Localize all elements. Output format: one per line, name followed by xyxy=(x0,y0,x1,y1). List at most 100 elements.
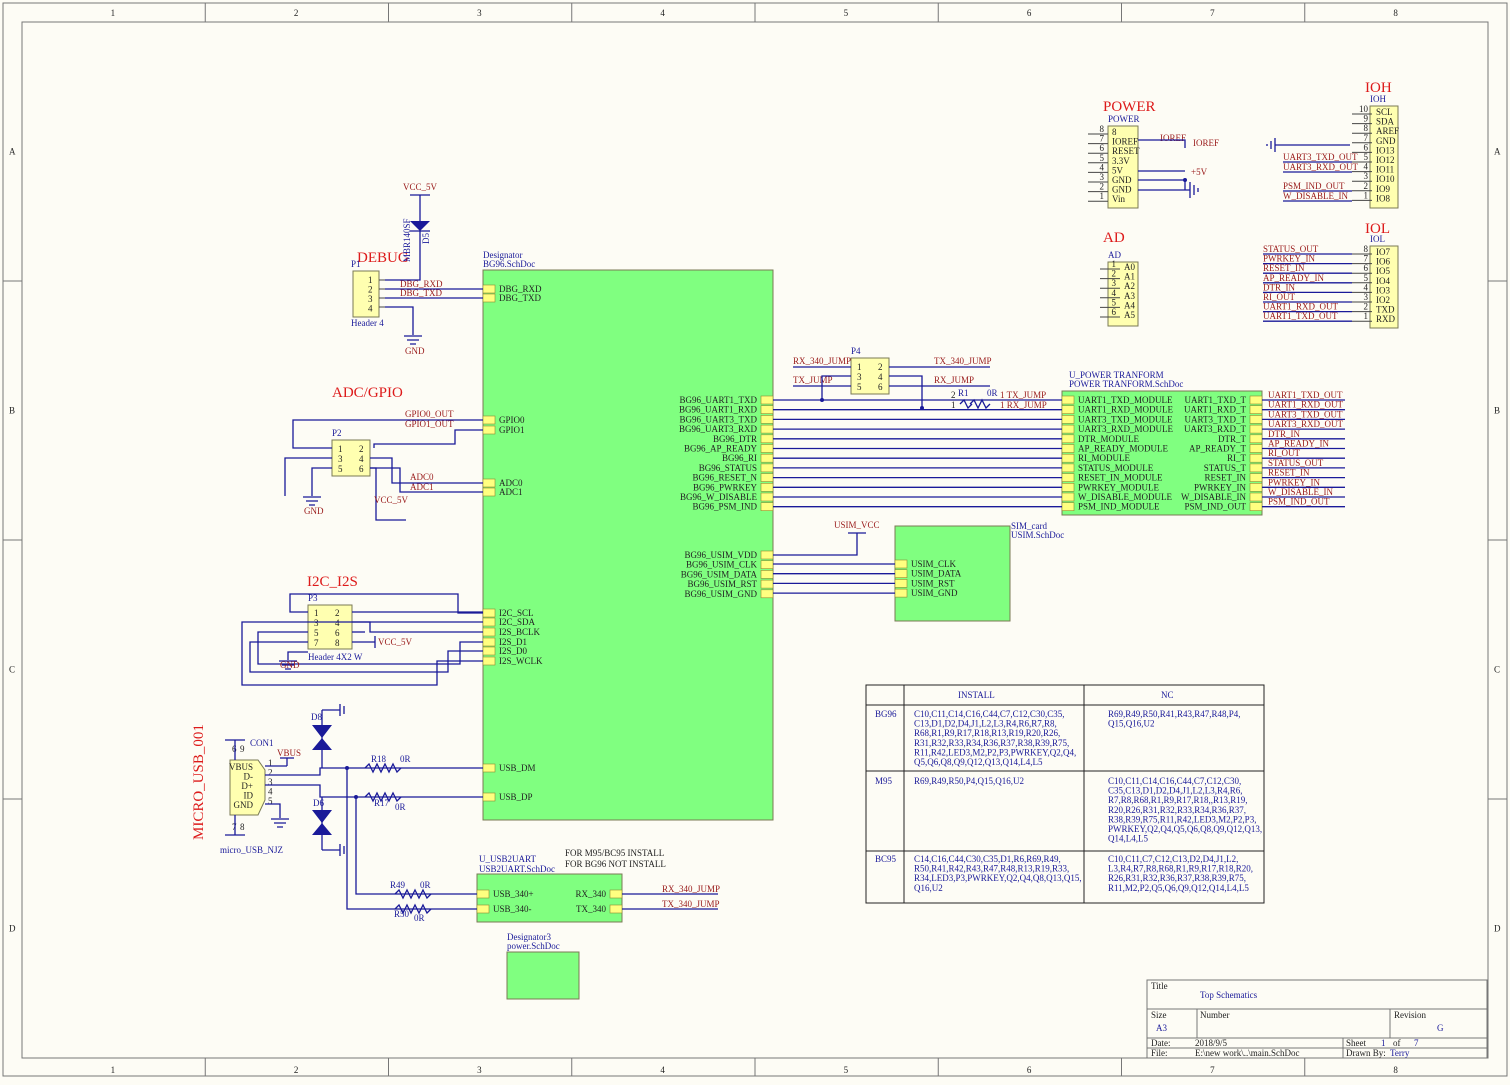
p2-net-adc0: ADC0 xyxy=(410,472,434,482)
bg96-sheet[interactable]: Designator BG96.SchDoc DBG_RXDDBG_TXDGPI… xyxy=(482,250,774,821)
u2u-port-tx_340-flag xyxy=(609,904,623,914)
pin-label-reset: RESET xyxy=(1112,146,1140,156)
p4-net-rx340: RX_340_JUMP xyxy=(793,356,851,366)
iol-net: AP_READY_IN xyxy=(1263,273,1325,283)
pin-num: 8 xyxy=(1364,244,1369,254)
d5-ref: D5 xyxy=(421,233,431,244)
sim-port-usim_data: USIM_DATA xyxy=(911,569,962,579)
border-col-8: 8 xyxy=(1393,8,1398,18)
bom-install-line: R69,R49,R50,P4,Q15,Q16,U2 xyxy=(914,776,1024,786)
title-debug: DEBUG xyxy=(357,250,409,266)
ptf-port-ap_ready_t: AP_READY_T xyxy=(1189,444,1247,454)
power-header[interactable]: POWER 88IOREF7RESET63.3V55V4GND3GND2Vin1… xyxy=(1088,114,1219,209)
power-sheet-designator: Designator3 xyxy=(507,932,551,942)
pin-label-ioref: IOREF xyxy=(1112,137,1138,147)
ptf-port-reset_in_module-flag xyxy=(1061,473,1075,482)
tb-revision-label: Revision xyxy=(1394,1010,1427,1020)
pin-label-8: 8 xyxy=(1112,127,1117,137)
p2-body xyxy=(331,439,371,477)
bg96-port-i2s_d1-flag xyxy=(482,637,496,647)
d5-part: MBR140SF xyxy=(402,218,412,262)
ad-ref: AD xyxy=(1108,250,1121,260)
ioh-header[interactable]: IOH SCL10SDA9AREF8GND7IO136IO125IO114IO1… xyxy=(1266,94,1399,209)
usb2uart-sheet[interactable]: FOR M95/BC95 INSTALL FOR BG96 NOT INSTAL… xyxy=(476,848,720,923)
pin-num: 3 xyxy=(1100,172,1105,182)
pin-label-txd: TXD xyxy=(1376,305,1395,315)
power-sheet[interactable]: Designator3 power.SchDoc xyxy=(506,932,580,1000)
bg96-port-i2s_bclk: I2S_BCLK xyxy=(499,627,541,637)
p2-net-adc1: ADC1 xyxy=(410,482,434,492)
pin-7: 7 xyxy=(314,638,319,648)
sim-card-sheet[interactable]: SIM_card USIM.SchDoc USIM_CLKUSIM_DATAUS… xyxy=(834,520,1064,622)
bg96-port-bg96_w_disable: BG96_W_DISABLE xyxy=(680,492,757,502)
ptf-port-w_disable_module-flag xyxy=(1061,492,1075,502)
iol-net: RI_OUT xyxy=(1263,292,1295,302)
ptf-port-status_module-flag xyxy=(1061,463,1075,473)
power-transform-sheet[interactable]: U_POWER TRANFORM POWER TRANFORM.SchDoc U… xyxy=(1061,370,1263,516)
ptf-port-ap_ready_t-flag xyxy=(1249,444,1263,453)
pin-num: 1 xyxy=(1364,311,1369,321)
power-sheet-file: power.SchDoc xyxy=(507,941,560,951)
sim-block xyxy=(894,525,1011,622)
r1-pin1: 1 xyxy=(951,400,956,410)
p1-ref: P1 xyxy=(351,259,361,269)
ptf-port-uart1_txd_module-flag xyxy=(1061,395,1075,405)
tb-size: A3 xyxy=(1156,1023,1167,1033)
u2u-port-usb_340+: USB_340+ xyxy=(493,889,534,899)
bom-install-line: C13,D1,D2,D4,J1,L2,L3,R4,R6,R7,R8, xyxy=(914,719,1057,729)
p3-ref: P3 xyxy=(308,593,318,603)
pin-num: 8 xyxy=(1100,124,1105,134)
usb2uart-file: USB2UART.SchDoc xyxy=(479,864,555,874)
usb-pin-num: 3 xyxy=(268,777,273,787)
iol-header[interactable]: IOL IO78IO67IO56IO45IO34IO23TXD2RXD1STAT… xyxy=(1263,234,1399,329)
usb-shield-pin: 9 xyxy=(240,744,245,754)
border-row-A: A xyxy=(1494,147,1501,157)
iol-net: STATUS_OUT xyxy=(1263,244,1319,254)
ptf-port-uart3_txd_t-flag xyxy=(1249,415,1263,424)
pin-num: 3 xyxy=(1364,171,1369,181)
bom-row-name: BC95 xyxy=(875,854,897,864)
tb-title: Top Schematics xyxy=(1200,990,1258,1000)
p3-body xyxy=(307,604,353,650)
pin-label-io13: IO13 xyxy=(1376,145,1395,155)
border-row-C: C xyxy=(9,665,15,675)
ptf-port-dtr_t: DTR_T xyxy=(1218,434,1247,444)
pin-4: 4 xyxy=(878,372,883,382)
u2u-out-net: TX_340_JUMP xyxy=(662,899,720,909)
r18-ref: R18 xyxy=(371,754,387,764)
bg96-port-gpio0-flag xyxy=(482,415,496,425)
bg96-port-gpio0: GPIO0 xyxy=(499,415,525,425)
bg96-port-i2s_bclk-flag xyxy=(482,627,496,637)
bom-nc-line: R69,R49,R50,R41,R43,R47,R48,P4, xyxy=(1108,709,1241,719)
r1-ref: R1 xyxy=(958,388,969,398)
border-row-A: A xyxy=(9,147,16,157)
bg96-port-bg96_ap_ready: BG96_AP_READY xyxy=(684,444,758,454)
bg96-usim-ports: BG96_USIM_VDDBG96_USIM_CLKBG96_USIM_DATA… xyxy=(681,550,774,599)
ptf-out-net: AP_READY_IN xyxy=(1268,439,1330,449)
bg96-port-i2c_sda-flag xyxy=(482,617,496,627)
bg96-port-bg96_uart3_txd: BG96_UART3_TXD xyxy=(680,414,758,424)
bom-header-install: INSTALL xyxy=(958,690,995,700)
ptf-port-psm_ind_out: PSM_IND_OUT xyxy=(1184,502,1246,512)
ioh-pins: SCL10SDA9AREF8GND7IO136IO125IO114IO103IO… xyxy=(1283,104,1399,203)
ptf-out-net: PSM_IND_OUT xyxy=(1268,497,1330,507)
pin-label-sda: SDA xyxy=(1376,117,1395,127)
bg96-file: BG96.SchDoc xyxy=(483,259,535,269)
con1-body xyxy=(229,759,266,816)
tb-title-label: Title xyxy=(1151,981,1168,991)
usb-pin-num: 4 xyxy=(268,787,273,797)
usb-pin-d-: D- xyxy=(244,772,254,782)
border-col-3: 3 xyxy=(477,8,482,18)
bg96-port-usb_dp-flag xyxy=(482,792,496,802)
ptf-port-pwrkey_module-flag xyxy=(1061,482,1075,492)
sim-port-usim_rst-flag xyxy=(894,579,908,588)
bom-nc-line: PWRKEY,Q2,Q4,Q5,Q6,Q8,Q9,Q12,Q13, xyxy=(1108,824,1262,834)
